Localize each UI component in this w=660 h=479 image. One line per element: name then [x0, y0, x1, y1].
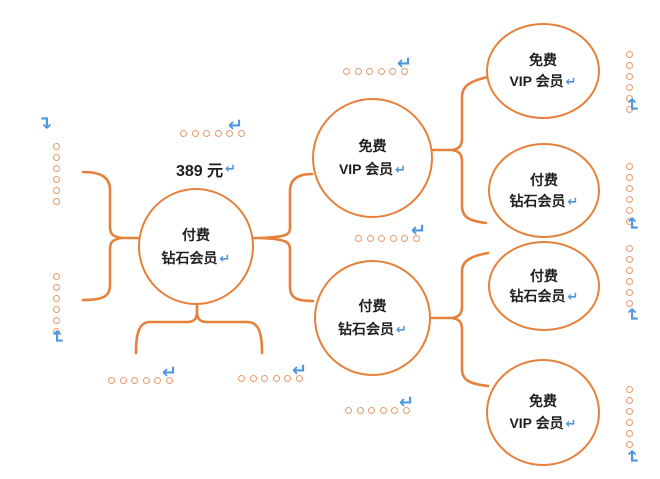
- node-free-vip-right-bottom: 免费 VIP 会员↵: [486, 359, 600, 466]
- return-arrow-icon: ↵: [621, 97, 643, 113]
- node-label-line1: 付费: [530, 171, 558, 188]
- brace-right-of-root: [252, 172, 315, 303]
- dotted-line-v: [53, 273, 60, 335]
- node-label-line1: 付费: [530, 267, 558, 284]
- return-arrow-icon: ↵: [399, 392, 415, 413]
- node-free-vip-mid-top: 免费 VIP 会员↵: [312, 98, 433, 218]
- return-arrow-icon: ↵: [411, 220, 427, 241]
- dotted-line-h: [355, 235, 420, 242]
- bracket-below-root: [134, 302, 264, 355]
- node-paid-diamond-right-lower: 付费 钻石会员↵: [488, 241, 600, 331]
- dotted-line-v: [626, 386, 633, 448]
- dotted-line-v: [626, 51, 633, 113]
- node-label-line2: VIP 会员↵: [338, 161, 407, 178]
- node-label-line2: 钻石会员↵: [161, 249, 231, 267]
- node-free-vip-right-top: 免费 VIP 会员↵: [486, 23, 600, 119]
- return-arrow-icon: ↵: [219, 251, 231, 267]
- node-label-line1: 免费: [358, 138, 387, 154]
- node-paid-diamond-mid-bottom: 付费 钻石会员↵: [314, 260, 431, 376]
- node-label-line2: 钻石会员↵: [509, 192, 579, 210]
- return-arrow-icon: ↵: [36, 114, 58, 130]
- node-label-line1: 付费: [358, 298, 387, 314]
- node-label-line1: 付费: [182, 226, 210, 243]
- dotted-line-h: [238, 375, 303, 382]
- node-label-line1: 免费: [529, 393, 557, 409]
- dotted-line-h: [343, 68, 408, 75]
- return-arrow-icon: ↵: [397, 53, 413, 74]
- price-text: 389 元: [176, 163, 224, 180]
- return-arrow-icon: ↵: [621, 449, 643, 465]
- return-arrow-icon: ↵: [292, 360, 308, 381]
- brace-left-of-root: [81, 170, 140, 302]
- dotted-line-v: [626, 245, 633, 307]
- return-arrow-icon: ↵: [565, 417, 577, 432]
- node-label-line2: 钻石会员↵: [338, 321, 407, 338]
- return-arrow-icon: ↵: [395, 163, 407, 178]
- return-arrow-icon: ↵: [567, 194, 579, 210]
- dotted-line-h: [345, 407, 410, 414]
- dotted-line-v: [53, 143, 60, 205]
- return-arrow-icon: ↵: [46, 329, 68, 345]
- brace-right-of-mid-top: [431, 75, 490, 225]
- return-arrow-icon: ↵: [162, 362, 178, 383]
- return-arrow-icon: ↵: [228, 115, 244, 136]
- brace-right-of-mid-bottom: [428, 251, 490, 388]
- node-label-line2: VIP 会员↵: [509, 415, 577, 432]
- node-label-line2: VIP 会员↵: [509, 73, 577, 90]
- return-arrow-icon: ↵: [396, 323, 407, 338]
- node-label-line1: 免费: [529, 52, 557, 68]
- return-arrow-icon: ↵: [225, 161, 237, 177]
- dotted-line-v: [626, 163, 633, 225]
- return-arrow-icon: ↵: [567, 289, 579, 305]
- node-paid-diamond-right-upper: 付费 钻石会员↵: [488, 143, 600, 238]
- return-arrow-icon: ↵: [621, 216, 643, 232]
- dotted-line-h: [180, 130, 245, 137]
- node-paid-diamond-root: 付费 钻石会员↵: [138, 188, 254, 305]
- return-arrow-icon: ↵: [565, 75, 577, 90]
- return-arrow-icon: ↵: [621, 307, 643, 323]
- price-label: 389 元↵: [176, 157, 236, 181]
- node-label-line2: 钻石会员↵: [509, 287, 579, 305]
- dotted-line-h: [108, 377, 173, 384]
